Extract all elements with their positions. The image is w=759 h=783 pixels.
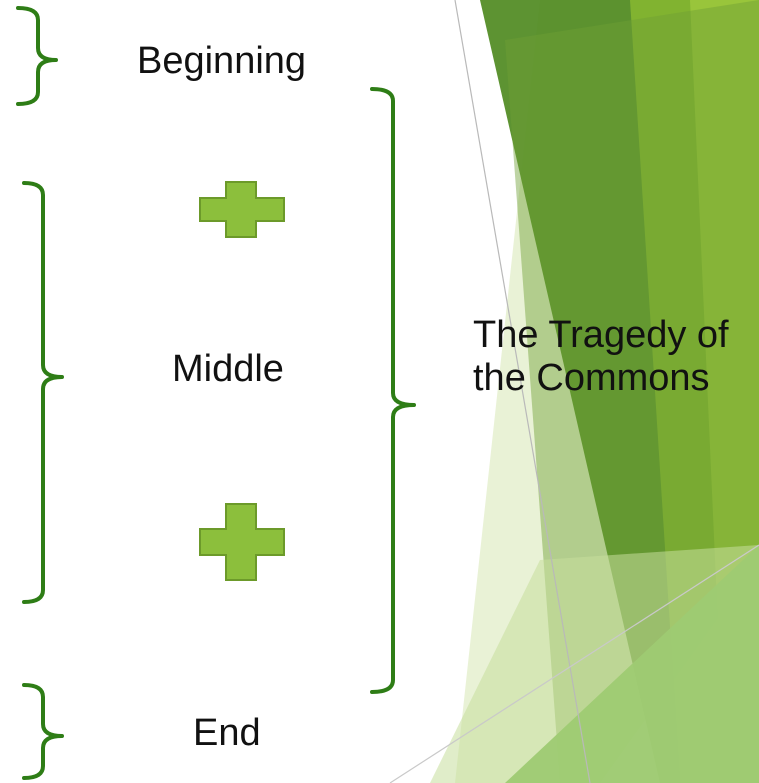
- bracket-end: [22, 683, 64, 780]
- bracket-middle: [22, 181, 64, 604]
- bg-thin-line-1: [454, 0, 591, 783]
- stage-label-end: End: [193, 712, 261, 754]
- bg-shape-bottom-light: [430, 545, 759, 783]
- stage-label-beginning: Beginning: [137, 40, 307, 82]
- plus-icon: [199, 181, 285, 238]
- stage-label-middle: Middle: [172, 348, 284, 390]
- bg-thin-line-2: [389, 544, 759, 783]
- result-label: The Tragedy of the Commons: [473, 314, 729, 399]
- bracket-result: [370, 87, 416, 694]
- bracket-beginning: [16, 6, 58, 106]
- plus-icon: [199, 503, 285, 581]
